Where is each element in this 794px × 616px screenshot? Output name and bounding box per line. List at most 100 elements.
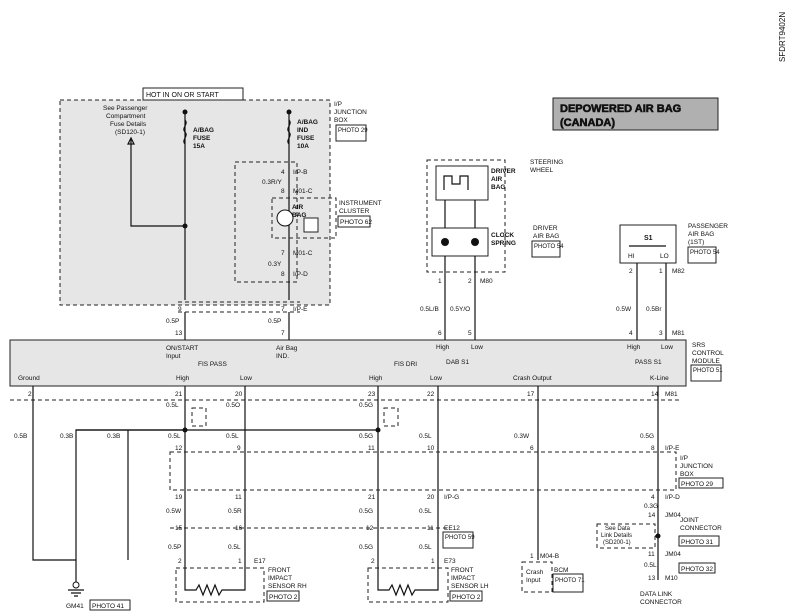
- hi-label: HI: [628, 253, 635, 260]
- cluster-airbag-1: AIR: [292, 204, 304, 211]
- srs-label-2: CONTROL: [692, 350, 724, 357]
- wire-05g-c: 0.5G: [640, 433, 654, 440]
- wire-03y: 0.3Y: [268, 261, 282, 268]
- wire-05l-d: 0.5L: [419, 433, 432, 440]
- pin-7c: 7: [281, 330, 285, 337]
- srs-label-3: MODULE: [692, 358, 720, 365]
- wire-03b-a: 0.3B: [60, 433, 73, 440]
- front-rh-2: IMPACT: [268, 575, 292, 582]
- dlc-1: DATA LINK: [640, 591, 673, 598]
- ip-e-label-top: I/P-E: [293, 306, 308, 313]
- photo41: PHOTO 41: [92, 603, 124, 610]
- mod-low-fis-pass: Low: [240, 375, 252, 382]
- photo54-pass: PHOTO 54: [690, 250, 720, 256]
- ipjb-low-3: BOX: [680, 471, 694, 478]
- pin-5a: 5: [468, 330, 472, 337]
- mod-high-dab: High: [436, 344, 450, 351]
- clock-1: CLOCK: [491, 232, 514, 239]
- photo71: PHOTO 71: [555, 578, 585, 584]
- pin-4c: 4: [651, 494, 655, 501]
- cluster-label-2: CLUSTER: [339, 208, 370, 215]
- photo54: PHOTO 54: [534, 244, 564, 250]
- wire-05g-e: 0.5G: [359, 544, 373, 551]
- fuse-details-2: Compartment: [106, 113, 146, 120]
- clock-2: SPRING: [491, 240, 516, 247]
- wire-05g-a: 0.5G: [359, 402, 373, 409]
- mod-crash: Crash Output: [513, 375, 552, 382]
- pin-2a: 2: [468, 278, 472, 285]
- steering-1: STEERING: [530, 159, 563, 166]
- banner: DEPOWERED AIR BAG (CANADA): [552, 97, 719, 131]
- m80-label: M80: [480, 278, 493, 285]
- front-rh-1: FRONT: [268, 567, 290, 574]
- pin-15: 15: [175, 525, 183, 532]
- mod-dab: DAB S1: [446, 359, 470, 366]
- front-rh-3: SENSOR RH: [268, 583, 307, 590]
- ipjb-top-label-3: BOX: [334, 117, 348, 124]
- wire-05r: 0.5R: [228, 508, 242, 515]
- crash-input-2: Input: [526, 577, 541, 584]
- fuse1-label-3: 15A: [193, 143, 205, 150]
- jm04-label-a: JM04: [665, 512, 681, 519]
- pass-ab-1: PASSENGER: [688, 223, 728, 230]
- mod-high-pass: High: [627, 344, 641, 351]
- driver-ab-mod-2: AIR BAG: [533, 233, 559, 240]
- m82-label: M82: [672, 268, 685, 275]
- photo62: PHOTO 62: [340, 219, 372, 226]
- wire-05p-a: 0.5P: [166, 318, 179, 325]
- banner-line-2: (CANADA): [560, 117, 615, 129]
- pin-2c: 2: [28, 391, 32, 398]
- dlc-2: CONNECTOR: [640, 599, 682, 606]
- pin-13: 13: [175, 330, 183, 337]
- photo32: PHOTO 32: [681, 566, 713, 573]
- fuse1-label-2: FUSE: [193, 135, 211, 142]
- pin-4b: 4: [629, 330, 633, 337]
- wire-03b-b: 0.3B: [107, 433, 120, 440]
- pin-8: 8: [281, 188, 285, 195]
- front-lh-3: SENSOR LH: [451, 583, 489, 590]
- ip-junction-box-top: HOT IN ON OR START See Passenger Compart…: [59, 87, 368, 306]
- pass-ab-3: (1ST): [688, 239, 704, 246]
- ip-g-label: I/P-G: [444, 494, 459, 501]
- driver-bag-1: DRIVER: [491, 168, 516, 175]
- wire-05l-e: 0.5L: [419, 508, 432, 515]
- pin-14b: 14: [648, 512, 656, 519]
- pin-9b: 9: [237, 445, 241, 452]
- pin-2e: 2: [371, 558, 375, 565]
- wire-05l-f: 0.5L: [228, 544, 241, 551]
- srs-control-module: ON/START Input Air Bag IND. High Low DAB…: [9, 339, 687, 387]
- driver-ab-mod-1: DRIVER: [533, 225, 558, 232]
- jm04-label-b: JM04: [665, 551, 681, 558]
- mod-ground: Ground: [18, 375, 40, 382]
- pin-4: 4: [281, 169, 285, 176]
- pin-11d: 11: [648, 551, 655, 558]
- pin-9: 9: [178, 306, 182, 313]
- ip-b-label: I/P-B: [293, 169, 307, 176]
- dl-details-3: (SD200-1): [603, 540, 631, 546]
- pin-1d: 1: [238, 558, 242, 565]
- wire-03w: 0.3W: [514, 433, 530, 440]
- fuse1-label-1: A/BAG: [193, 127, 214, 134]
- mod-fis-dri: FIS DRI: [394, 361, 417, 368]
- m81-label-bottom: M81: [665, 391, 678, 398]
- mod-pass: PASS S1: [635, 359, 662, 366]
- hot-in-label: HOT IN ON OR START: [146, 92, 219, 99]
- pin-12b: 12: [366, 525, 374, 532]
- photo59: PHOTO 59: [445, 535, 475, 541]
- srs-label-1: SRS: [692, 342, 706, 349]
- e73-label: E73: [444, 558, 456, 565]
- photo31: PHOTO 31: [681, 539, 713, 546]
- dl-details-1: See Data: [605, 526, 631, 532]
- dl-details-2: Link Details: [601, 533, 632, 539]
- mod-high-fis-dri: High: [369, 375, 383, 382]
- m01c-label-2: M01-C: [293, 250, 313, 257]
- mod-kline: K-Line: [650, 375, 669, 382]
- pin-7b: 7: [281, 306, 285, 313]
- wire-05g-d: 0.5G: [359, 508, 373, 515]
- wire-05l-a: 0.5L: [166, 402, 179, 409]
- pin-20b: 20: [427, 494, 435, 501]
- pin-8b: 8: [281, 271, 285, 278]
- photo2-rh: PHOTO 2: [269, 594, 298, 601]
- pin-1e: 1: [431, 558, 435, 565]
